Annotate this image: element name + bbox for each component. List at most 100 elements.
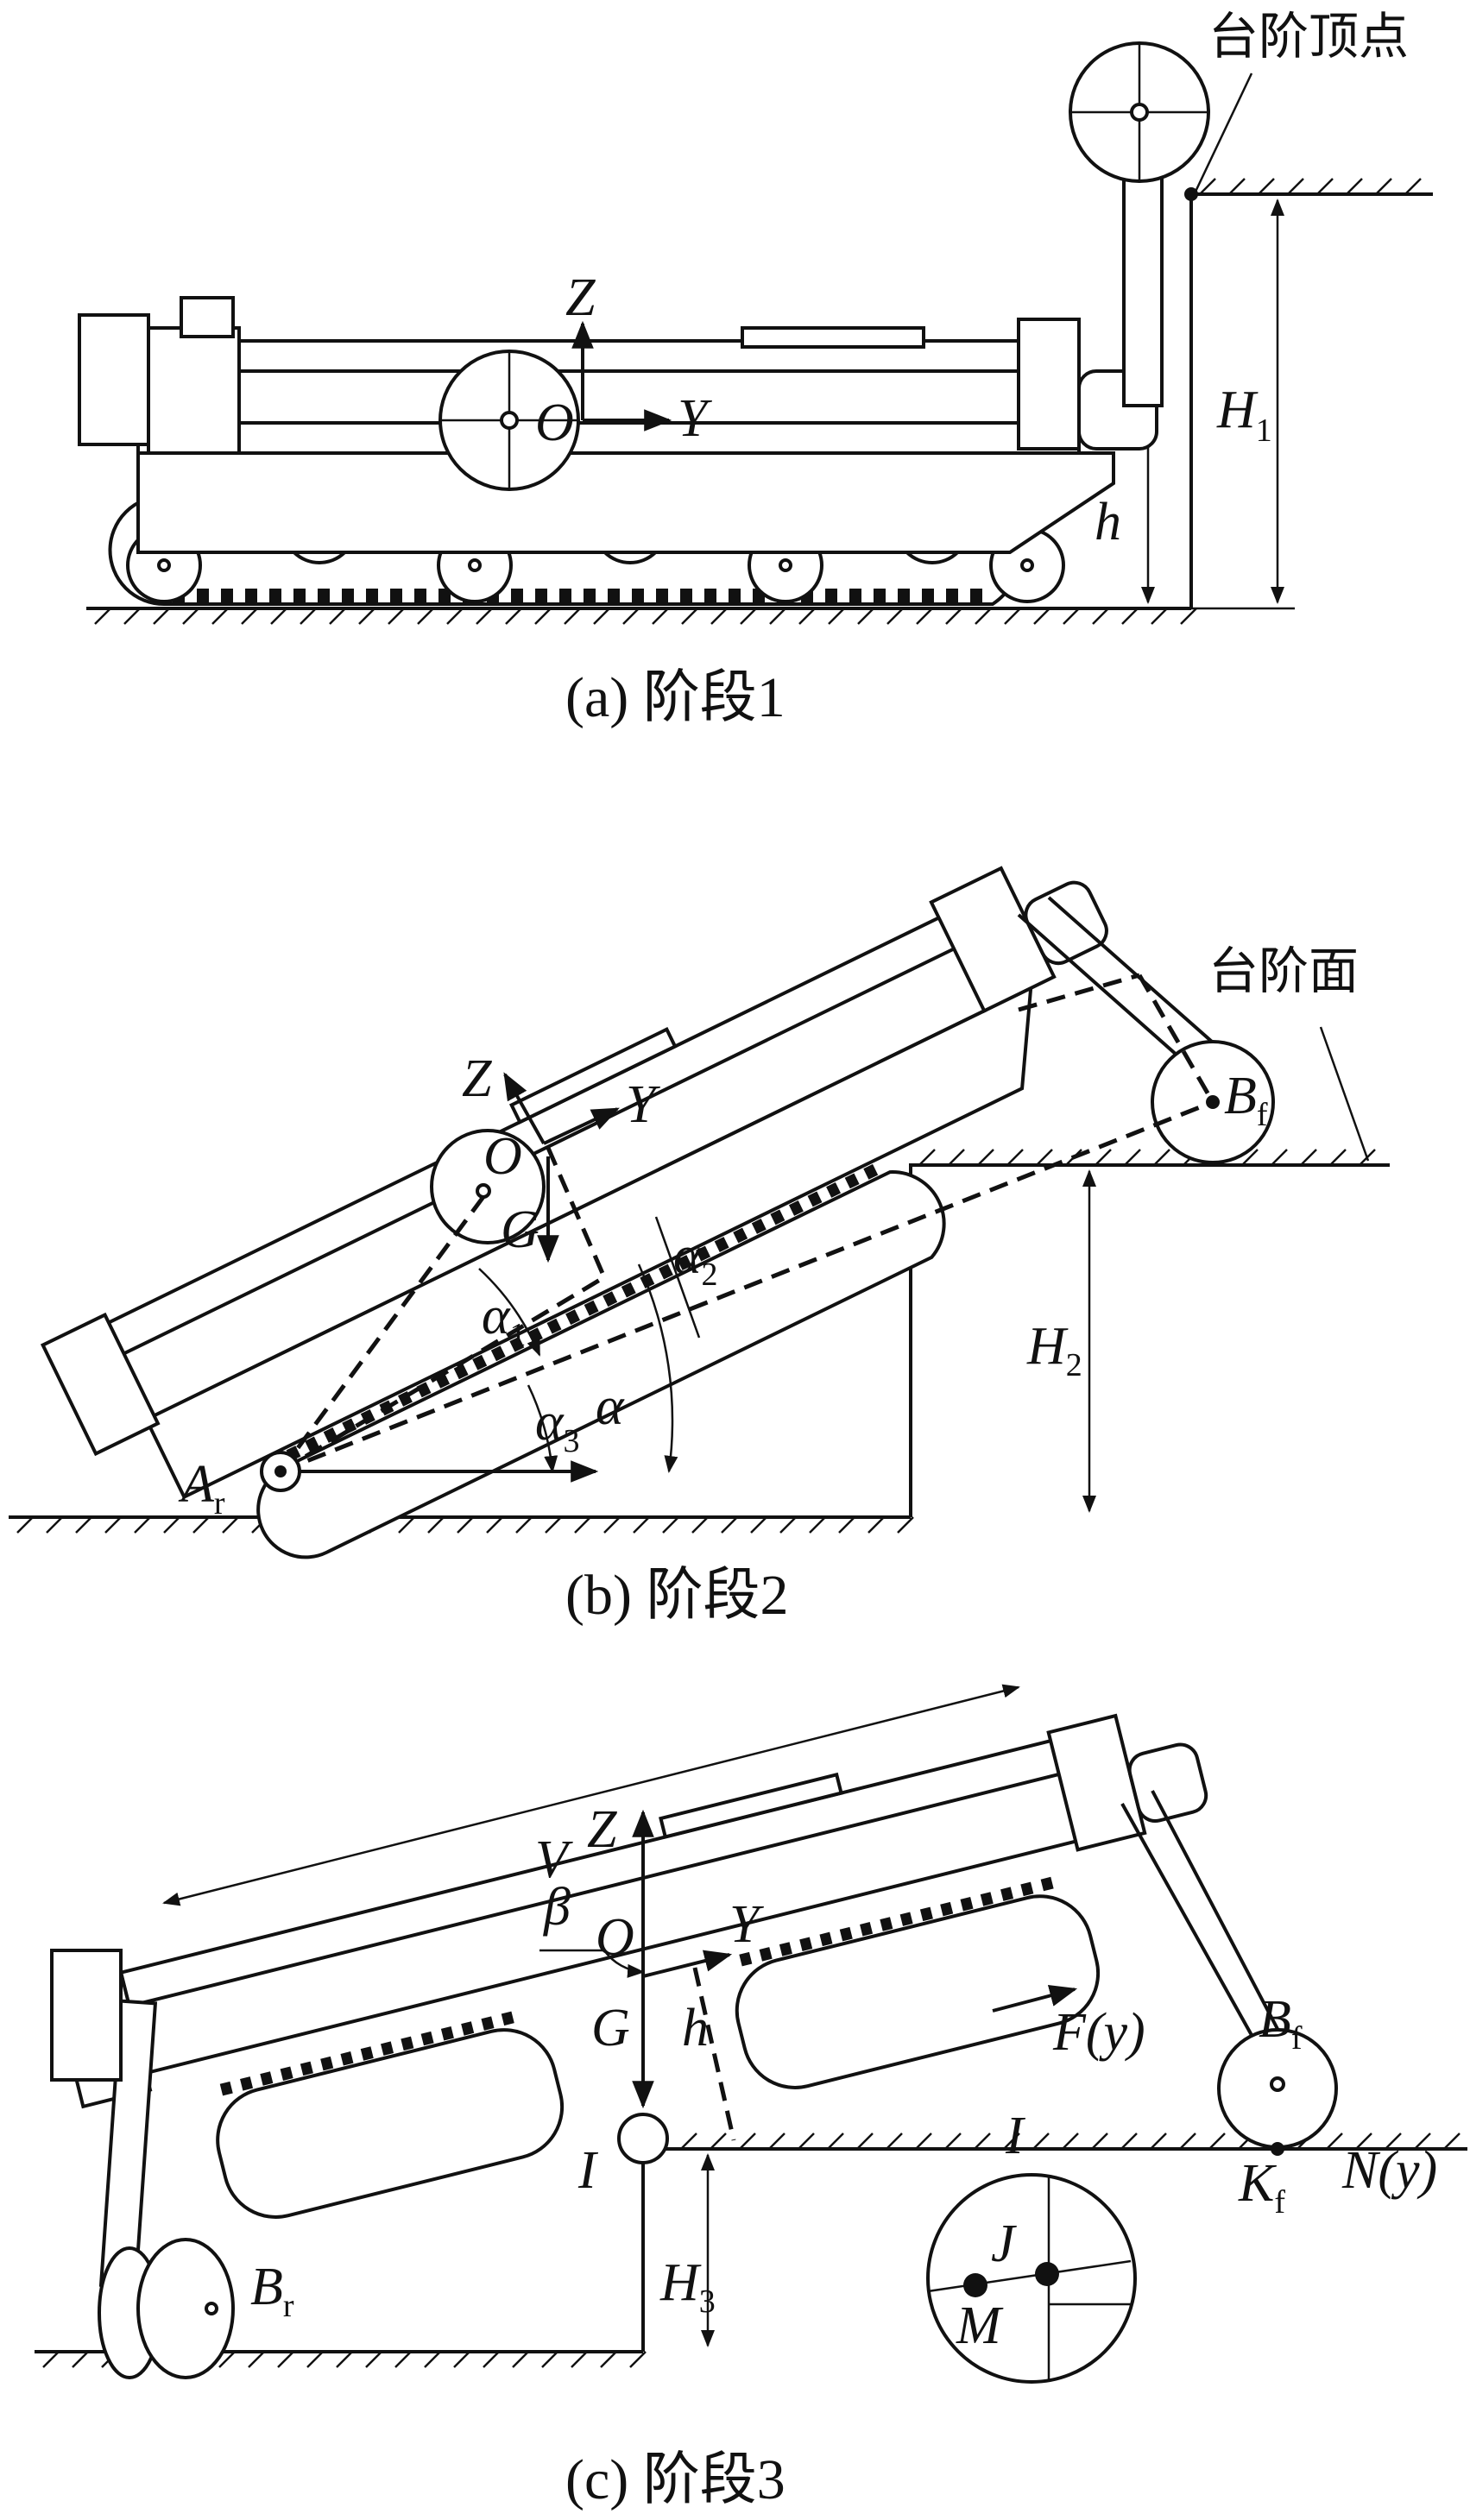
hatch-mark <box>1153 1149 1170 1166</box>
hatch-mark <box>977 1149 994 1166</box>
hatch-mark <box>739 2133 756 2150</box>
top-plate-a <box>741 326 925 349</box>
hatch-mark <box>750 1516 767 1534</box>
hatch-mark <box>365 2351 382 2368</box>
label-z-c: Z <box>587 1800 617 1859</box>
flipper-arm-c <box>1120 1803 1266 2059</box>
hatch-mark <box>944 2133 962 2150</box>
dim-V <box>162 1684 1020 1906</box>
hatch-mark <box>691 1516 709 1534</box>
hatch-mark <box>446 608 464 625</box>
hatch-mark <box>629 2351 647 2368</box>
hatch-mark <box>1375 178 1392 195</box>
hatch-mark <box>394 2351 412 2368</box>
hatch-mark <box>622 608 640 625</box>
contact-I <box>617 2113 669 2164</box>
step-vertex-dot <box>1184 187 1198 201</box>
hatch-mark <box>1033 608 1050 625</box>
force-F <box>992 1984 1078 2013</box>
rear-module-a <box>78 313 150 446</box>
caption-a: (a) 阶段1 <box>565 666 785 729</box>
label-F: F(y) <box>1052 2003 1145 2062</box>
label-H3: H3 <box>659 2253 716 2320</box>
step-face-leader <box>1319 1026 1370 1162</box>
hatch-mark <box>1032 2133 1050 2150</box>
hatch-mark <box>1179 2133 1196 2150</box>
caption-b: (b) 阶段2 <box>565 1564 788 1627</box>
label-alpha2: α2 <box>673 1226 718 1293</box>
label-i-detail: I <box>1005 2107 1026 2165</box>
hatch-mark <box>211 608 229 625</box>
hatch-mark <box>1095 1149 1112 1166</box>
line-Ar-G <box>279 1275 606 1474</box>
hatch-mark <box>505 608 522 625</box>
label-N: N(y) <box>1341 2141 1437 2200</box>
hatch-mark <box>680 2133 697 2150</box>
line-perp-b3 <box>1018 973 1140 1012</box>
detail-circle <box>926 2173 1137 2384</box>
hatch-mark <box>1003 2133 1020 2150</box>
step-b <box>909 1163 1390 1517</box>
hatch-mark <box>710 2133 727 2150</box>
hatch-mark <box>1091 2133 1108 2150</box>
point-M <box>963 2273 987 2297</box>
Br-dot <box>205 2302 218 2315</box>
axis-z-b <box>503 1072 546 1144</box>
hatch-mark <box>300 608 317 625</box>
Bf-dot-c <box>1270 2076 1285 2092</box>
hatch-mark <box>1300 1149 1317 1166</box>
hatch-mark <box>1443 2133 1461 2150</box>
hatch-mark <box>1092 608 1109 625</box>
label-M: M <box>956 2296 1004 2355</box>
hatch-mark <box>740 608 757 625</box>
Ar-dot <box>274 1465 287 1477</box>
label-o-a: O <box>535 394 574 452</box>
hatch-mark <box>336 2351 353 2368</box>
hatch-mark <box>867 1516 885 1534</box>
road-wheel-hub <box>1020 558 1034 572</box>
hatch-mark <box>798 2133 815 2150</box>
hatch-mark <box>1006 1149 1024 1166</box>
dim-h-c <box>692 1967 736 2141</box>
hatch-mark <box>545 1516 562 1534</box>
hatch-mark <box>633 1516 650 1534</box>
label-alpha3: α3 <box>535 1393 580 1459</box>
hatch-mark <box>1287 178 1304 195</box>
arc-alpha2 <box>654 1216 701 1339</box>
label-Ar: Ar <box>178 1455 225 1521</box>
hatch-mark <box>857 608 874 625</box>
hatch-mark <box>856 2133 874 2150</box>
hatch-mark <box>779 1516 797 1534</box>
hatch-mark <box>945 608 962 625</box>
hatch-mark <box>652 608 669 625</box>
hatch-mark <box>427 1516 445 1534</box>
arc-alpha3 <box>527 1384 558 1473</box>
panel-c: V Z Y O β G h I I F(y) N(y) Bf Kf Br H3 … <box>35 1684 1467 2511</box>
Kf-dot <box>1271 2142 1284 2156</box>
hatch-mark <box>1151 608 1168 625</box>
arc-alpha <box>637 1263 678 1473</box>
label-step-vertex: 台阶顶点 <box>1208 9 1409 65</box>
label-z-b: Z <box>462 1049 492 1108</box>
label-y-a: Y <box>678 389 712 448</box>
hatch-mark <box>424 2351 441 2368</box>
hatch-mark <box>241 608 258 625</box>
hatch-mark <box>827 2133 844 2150</box>
hatch-mark <box>1228 178 1246 195</box>
label-v: V <box>535 1830 573 1889</box>
hatch-mark <box>564 608 581 625</box>
front-joint-b <box>1024 880 1108 966</box>
hatch-mark <box>270 608 287 625</box>
hatch-mark <box>886 2133 903 2150</box>
hatch-mark <box>388 608 405 625</box>
axis-y-c <box>642 1950 733 1978</box>
caption-c: (c) 阶段3 <box>565 2448 785 2511</box>
hatch-mark <box>1124 1149 1141 1166</box>
hatch-mark <box>222 1516 239 1534</box>
hatch-mark <box>1385 2133 1402 2150</box>
hatch-mark <box>1404 178 1422 195</box>
panel-a: Z Y O h H1 台阶顶点 (a) 阶段1 <box>78 9 1433 729</box>
detail-diag <box>927 2259 1132 2293</box>
hatch-mark <box>104 1516 122 1534</box>
